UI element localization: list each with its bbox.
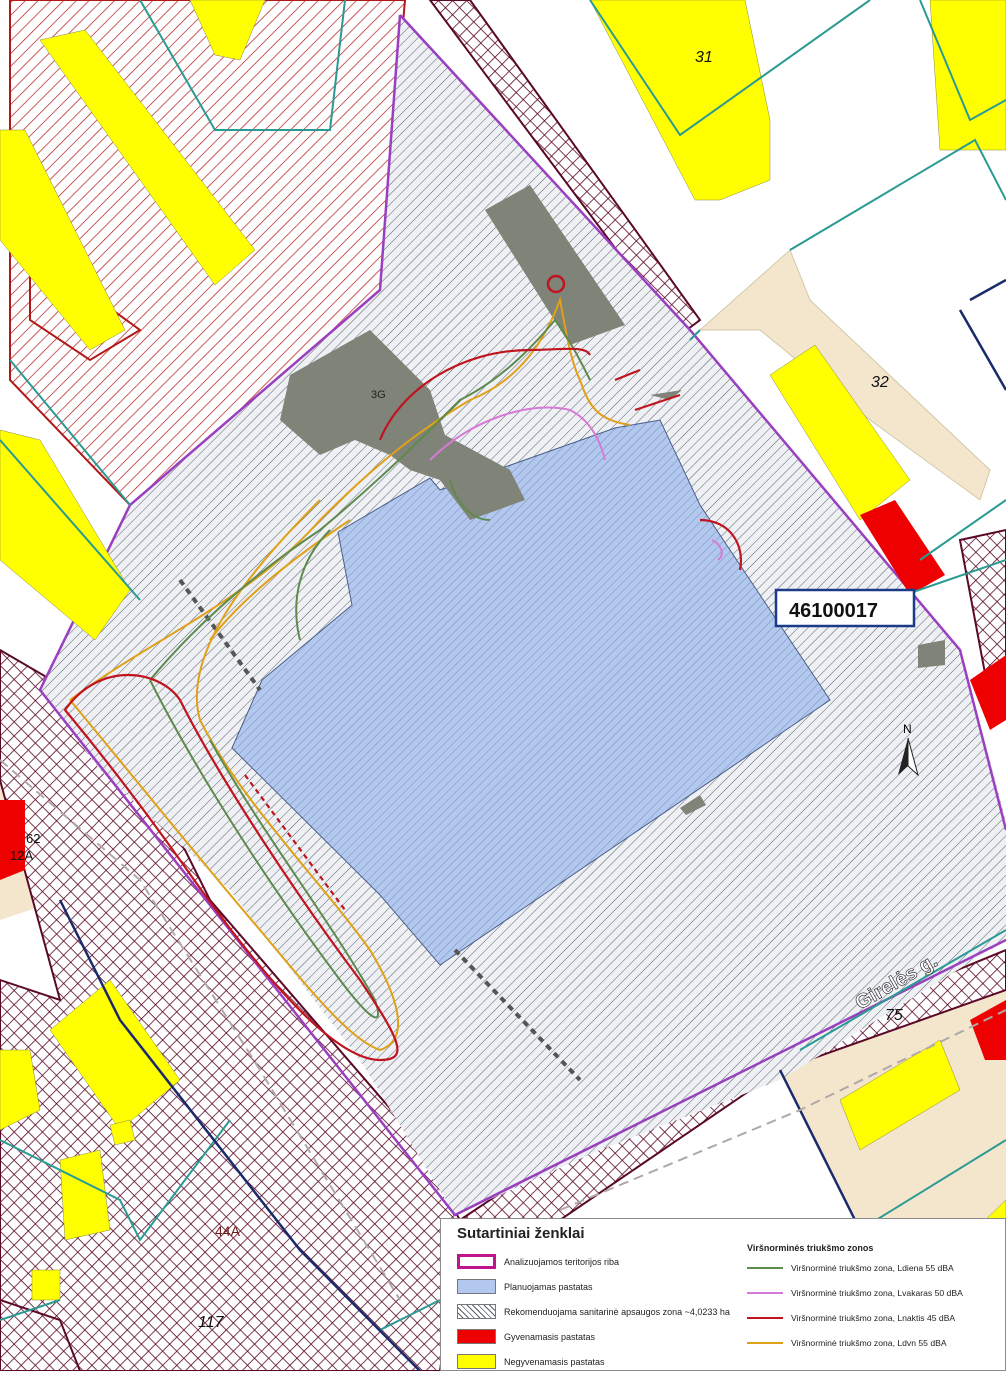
existing-buildings (280, 185, 945, 815)
legend-line-swatch (747, 1316, 783, 1319)
nonresidential-buildings (0, 0, 1006, 1301)
parcel-label-117: 117 (198, 1314, 225, 1331)
parcel-label-32: 32 (871, 374, 889, 391)
legend-item-label: Planuojamas pastatas (504, 1281, 593, 1292)
legend-title: Sutartiniai ženklai (457, 1225, 585, 1242)
legend-swatch (457, 1304, 496, 1319)
legend-item: Rekomenduojama sanitarinė apsaugos zona … (457, 1301, 730, 1322)
legend-swatch (457, 1279, 496, 1294)
road-area (698, 249, 991, 501)
north-arrow-icon (898, 737, 919, 777)
noise-contour-lnaktis (63, 274, 743, 1062)
legend-item: Gyvenamasis pastatas (457, 1326, 730, 1347)
parcel-label-44a: 44A (215, 1223, 241, 1239)
parcel-label-31: 31 (695, 49, 713, 66)
utility-lines (178, 578, 582, 1082)
parcel-label-62: 62 (26, 831, 40, 846)
parcel-label-12a: 12A (10, 848, 33, 863)
parcel-label-3g: 3G (371, 389, 386, 401)
legend-line-swatch (747, 1341, 783, 1344)
legend-noise-items: Viršnorminės triukšmo zonos Viršnorminė … (747, 1243, 963, 1357)
legend-item-label: Rekomenduojama sanitarinė apsaugos zona … (504, 1306, 730, 1317)
legend-noise-label: Viršnorminė triukšmo zona, Lvakaras 50 d… (791, 1287, 963, 1298)
legend-noise-label: Viršnorminė triukšmo zona, Ldiena 55 dBA (791, 1262, 954, 1273)
noise-line-list: Viršnorminė triukšmo zona, Ldiena 55 dBA… (747, 1257, 963, 1353)
legend-noise-item: Viršnorminė triukšmo zona, Lnaktis 45 dB… (747, 1307, 963, 1328)
cadastral-label-box (774, 588, 916, 628)
legend-noise-item: Viršnorminė triukšmo zona, Ldvn 55 dBA (747, 1332, 963, 1353)
legend-noise-label: Viršnorminė triukšmo zona, Ldvn 55 dBA (791, 1337, 947, 1348)
cadastral-label: 46100017 (789, 600, 878, 622)
map-legend: Sutartiniai ženklai Analizuojamos terito… (440, 1218, 1006, 1371)
planned-building (231, 419, 831, 966)
parcel-label-75: 75 (885, 1007, 903, 1024)
legend-item: Negyvenamasis pastatas (457, 1351, 730, 1372)
legend-item-label: Analizuojamos teritorijos riba (504, 1256, 620, 1267)
legend-item: Analizuojamos teritorijos riba (457, 1251, 730, 1272)
legend-item-label: Negyvenamasis pastatas (504, 1356, 605, 1367)
legend-line-swatch (747, 1266, 783, 1269)
noise-contour-lvakaras (429, 406, 723, 561)
noise-contour-ldvn (69, 296, 631, 1052)
legend-swatch (457, 1329, 496, 1344)
legend-item-label: Gyvenamasis pastatas (504, 1331, 596, 1342)
north-label: N (903, 722, 912, 736)
noise-heading: Viršnorminės triukšmo zonos (747, 1243, 874, 1253)
legend-item: Planuojamas pastatas (457, 1276, 730, 1297)
residential-buildings (0, 500, 1006, 1060)
noise-contour-ldiena (149, 318, 591, 1019)
legend-line-swatch (747, 1291, 783, 1294)
legend-noise-item: Viršnorminė triukšmo zona, Lvakaras 50 d… (747, 1282, 963, 1303)
legend-noise-item: Viršnorminė triukšmo zona, Ldiena 55 dBA (747, 1257, 963, 1278)
legend-noise-label: Viršnorminė triukšmo zona, Lnaktis 45 dB… (791, 1312, 956, 1323)
parcel-lines (0, 0, 1006, 1331)
legend-swatch (457, 1354, 496, 1369)
territory-boundary (399, 14, 1006, 831)
crosshatch-strip-ne (428, 0, 702, 337)
legend-swatch (457, 1254, 496, 1269)
blue-boundary-lines (58, 278, 1006, 1371)
crosshatch-zone-sw2 (0, 1298, 82, 1371)
rail-line (0, 759, 1006, 1301)
